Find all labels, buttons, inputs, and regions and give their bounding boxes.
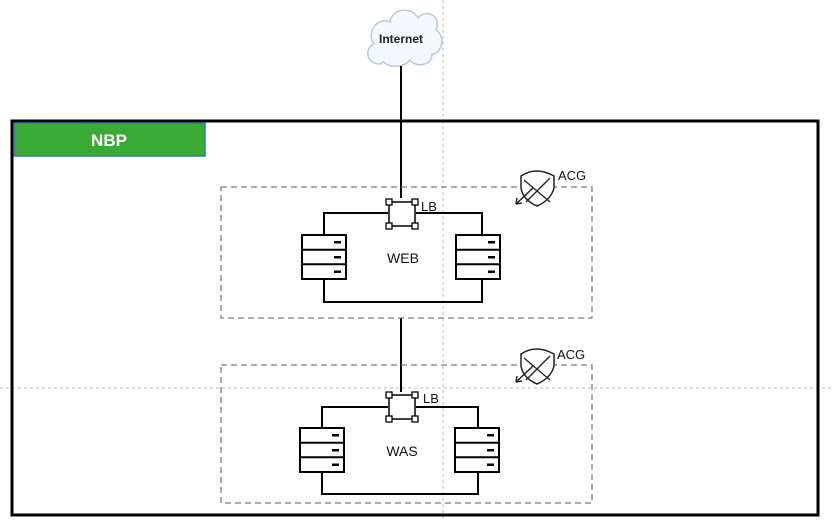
web-load-balancer-icon [385, 198, 419, 230]
web-server-bottom-wire [323, 279, 483, 303]
was-load-balancer-icon [385, 391, 419, 423]
web-lb-label: LB [421, 199, 437, 214]
region-boundary [10, 119, 820, 517]
region-label-box [13, 122, 206, 157]
internet-label: Internet [379, 32, 423, 46]
was-acg-shield-icon [515, 348, 555, 385]
internet-cloud: Internet [367, 9, 443, 67]
was-acg-label: ACG [557, 347, 585, 362]
was-acg-boundary [220, 364, 593, 504]
cloud-icon [367, 9, 443, 67]
was-server-bottom-wire [321, 472, 479, 495]
web-acg-boundary [220, 186, 593, 319]
was-lb-wires [321, 406, 479, 428]
was-server-left-icon [299, 427, 345, 473]
web-tier-label: WEB [387, 250, 419, 266]
web-server-left-icon [301, 234, 347, 280]
was-tier: LB WAS ACG [220, 347, 593, 504]
web-server-right-icon [455, 234, 501, 280]
web-acg-shield-icon [515, 170, 555, 207]
web-lb-wires [323, 212, 483, 235]
web-tier: LB WEB ACG [220, 168, 593, 319]
was-server-right-icon [454, 427, 500, 473]
web-acg-label: ACG [558, 168, 586, 183]
region-label: NBP [91, 131, 127, 150]
was-lb-label: LB [423, 391, 439, 406]
was-tier-label: WAS [386, 443, 417, 459]
